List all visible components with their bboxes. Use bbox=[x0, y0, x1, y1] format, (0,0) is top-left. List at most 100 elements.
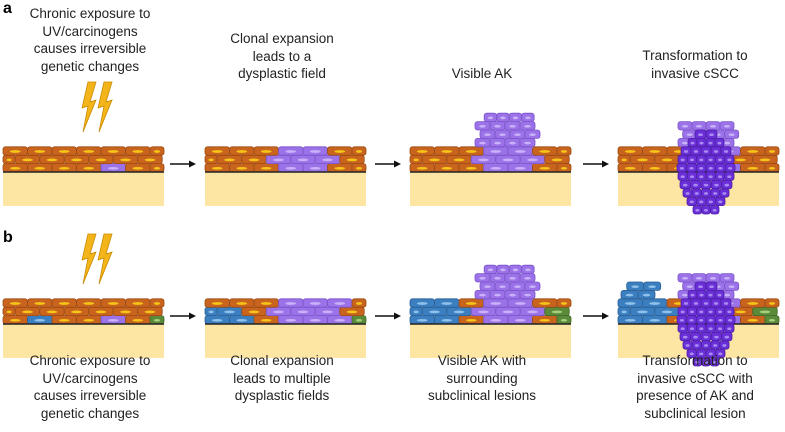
invasive-cell bbox=[676, 315, 688, 325]
lightning-group bbox=[81, 233, 113, 285]
invasive-cell bbox=[705, 137, 716, 148]
dermis bbox=[3, 172, 164, 206]
epidermal-cell bbox=[327, 298, 353, 308]
invasive-cell bbox=[719, 340, 730, 350]
invasive-cell bbox=[705, 323, 716, 333]
invasive-cell bbox=[705, 154, 716, 164]
epidermal-cell bbox=[63, 306, 90, 316]
caption-b-1: Chronic exposure to UV/carcinogens cause… bbox=[29, 353, 151, 421]
invasive-cell bbox=[701, 340, 712, 350]
invasive-cell bbox=[720, 298, 732, 308]
dermis bbox=[205, 324, 366, 358]
invasive-cell bbox=[686, 196, 697, 206]
epidermal-cell bbox=[556, 146, 572, 156]
epidermal-cell bbox=[507, 146, 533, 156]
lesion-cell bbox=[677, 273, 693, 283]
lesion-cell bbox=[474, 121, 491, 131]
invasive-cell bbox=[696, 196, 707, 206]
invasive-cell bbox=[715, 196, 726, 206]
epidermal-cell bbox=[544, 154, 570, 164]
epidermal-cell bbox=[88, 306, 114, 316]
lesion-cell bbox=[643, 281, 662, 291]
epidermal-cell bbox=[409, 306, 423, 316]
epidermal-cell bbox=[483, 163, 509, 173]
epidermal-cell bbox=[27, 315, 53, 325]
invasive-cell bbox=[676, 163, 688, 173]
epidermal-cell bbox=[764, 315, 780, 325]
epidermal-cell bbox=[63, 154, 90, 164]
epidermal-cell bbox=[642, 163, 668, 173]
lesion-cell bbox=[504, 121, 521, 131]
invasive-cell bbox=[721, 179, 733, 190]
epidermal-cell bbox=[642, 298, 668, 308]
epidermal-cell bbox=[204, 163, 230, 173]
epidermal-cell bbox=[100, 298, 126, 308]
epidermal-cell bbox=[302, 315, 328, 325]
lesion-cell bbox=[519, 137, 536, 148]
tissue-stage-b-4 bbox=[617, 298, 780, 358]
epidermal-cell bbox=[51, 298, 77, 308]
arrow-right-icon bbox=[583, 312, 609, 320]
epidermal-cell bbox=[39, 154, 65, 164]
epidermal-cell bbox=[76, 298, 102, 308]
epidermal-cell bbox=[2, 298, 28, 308]
lesion-cell bbox=[489, 273, 506, 283]
lesion-cell bbox=[489, 289, 506, 300]
epidermal-cell bbox=[495, 154, 521, 164]
epidermal-cell bbox=[434, 298, 460, 308]
invasive-cell bbox=[710, 188, 721, 198]
arrow-right-icon bbox=[375, 312, 401, 320]
lesion-cell bbox=[521, 264, 535, 274]
lightning-bolt-icon bbox=[81, 81, 113, 133]
epidermal-cell bbox=[278, 298, 304, 308]
lesion-cell bbox=[524, 281, 541, 291]
epidermal-cell bbox=[556, 163, 572, 173]
epidermal-cell bbox=[339, 306, 365, 316]
epidermal-cell bbox=[409, 146, 435, 156]
dermis bbox=[205, 172, 366, 206]
epidermal-cell bbox=[88, 154, 114, 164]
epidermal-cell bbox=[339, 154, 365, 164]
invasive-cell bbox=[691, 340, 702, 350]
lesion-cell bbox=[483, 264, 498, 274]
epidermal-cell bbox=[617, 154, 631, 164]
epidermal-cell bbox=[241, 306, 267, 316]
invasive-cell bbox=[710, 298, 722, 308]
epidermal-cell bbox=[39, 306, 65, 316]
lesion-cell bbox=[719, 273, 735, 283]
epidermal-cell bbox=[76, 315, 102, 325]
ak-lesion bbox=[474, 264, 541, 300]
epidermal-cell bbox=[27, 163, 53, 173]
lesion-cell bbox=[524, 129, 541, 139]
invasive-cell bbox=[701, 205, 711, 215]
invasive-cell bbox=[724, 171, 735, 181]
epidermal-cell bbox=[351, 298, 367, 308]
epidermal-cell bbox=[532, 298, 558, 308]
epidermal-cell bbox=[507, 298, 533, 308]
invasive-cell bbox=[714, 306, 726, 316]
invasive-cell bbox=[696, 171, 707, 181]
epidermal-cell bbox=[204, 315, 230, 325]
arrow-right-icon bbox=[375, 160, 401, 168]
epidermal-cell bbox=[642, 315, 668, 325]
lesion-cell bbox=[626, 281, 645, 291]
lesion-cell bbox=[705, 273, 721, 283]
invasive-cell bbox=[724, 163, 736, 173]
lesion-cell bbox=[479, 129, 496, 139]
epidermal-cell bbox=[125, 298, 151, 308]
epidermal-cell bbox=[327, 146, 353, 156]
invasive-cell bbox=[715, 315, 726, 325]
lesion-cell bbox=[677, 121, 693, 131]
epidermal-cell bbox=[351, 315, 367, 325]
invasive-cell bbox=[701, 188, 712, 198]
invasive-cell bbox=[677, 306, 688, 316]
lightning-group bbox=[81, 81, 113, 133]
panel-b-artwork bbox=[2, 233, 780, 367]
epidermal-cell bbox=[204, 146, 230, 156]
lightning-bolt-icon bbox=[97, 233, 113, 285]
epidermal-cell bbox=[740, 163, 766, 173]
epidermal-cell bbox=[241, 154, 267, 164]
lesion-cell bbox=[483, 112, 498, 122]
